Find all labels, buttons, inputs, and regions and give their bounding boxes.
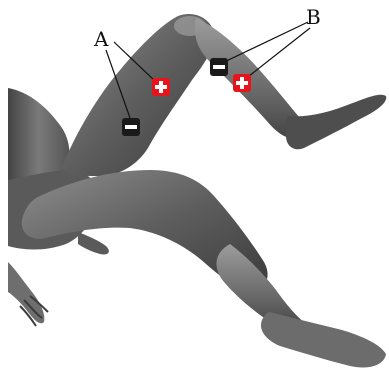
electrode-b-positive <box>233 74 251 92</box>
electrode-a-negative <box>122 118 140 136</box>
lower-foot <box>261 312 386 368</box>
electrode-b-negative <box>210 58 228 76</box>
label-b: B <box>306 5 321 29</box>
raised-thigh <box>62 14 214 176</box>
label-a: A <box>93 27 109 51</box>
middle-hand <box>78 232 109 255</box>
raised-foot <box>286 95 386 150</box>
electrode-a-positive <box>152 78 170 96</box>
